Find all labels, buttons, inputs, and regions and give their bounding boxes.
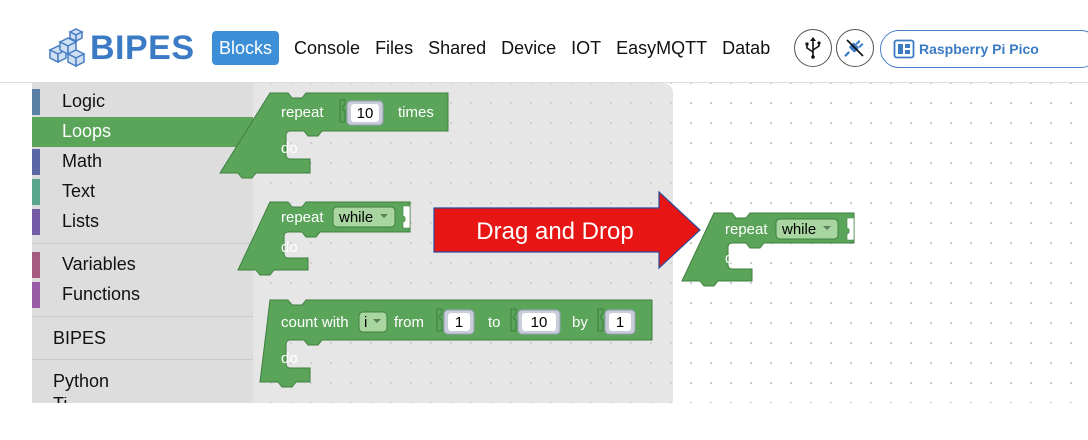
category-label: Variables (62, 254, 136, 274)
tab-console[interactable]: Console (294, 38, 361, 58)
header-divider (0, 82, 1088, 83)
tab-blocks[interactable]: Blocks (212, 31, 280, 65)
category-functions[interactable]: Functions (32, 280, 253, 310)
var-value: i (364, 314, 367, 331)
repeat-times-block[interactable]: repeat 10 times do (219, 92, 449, 179)
times-label: times (398, 104, 434, 121)
plug-disconnected-icon (844, 39, 864, 57)
disconnect-button[interactable] (836, 29, 874, 67)
count-field (351, 104, 379, 122)
category-lists[interactable]: Lists (32, 207, 253, 237)
mode-dropdown[interactable] (775, 218, 839, 240)
dropdown-arrow-icon (380, 214, 388, 218)
do-label: do (725, 250, 742, 267)
category-bipes[interactable]: BIPES (53, 328, 107, 348)
device-label: Raspberry Pi Pico (919, 41, 1039, 57)
category-variables[interactable]: Variables (32, 250, 253, 280)
toolbox-separator (32, 316, 253, 317)
arrow-icon (433, 190, 701, 270)
to-value: 10 (531, 314, 548, 331)
from-value: 1 (455, 314, 463, 331)
category-color-bar (32, 119, 40, 145)
by-value: 1 (616, 314, 624, 331)
tab-device[interactable]: Device (501, 38, 557, 58)
tab-files[interactable]: Files (375, 38, 414, 58)
repeat-label: repeat (281, 209, 324, 226)
category-label: Lists (62, 211, 100, 231)
count-with-block[interactable]: count with i from 1 to 10 by 1 do (259, 299, 653, 388)
category-math[interactable]: Math (32, 147, 253, 177)
usb-icon (805, 37, 821, 59)
category-label: Loops (62, 121, 112, 141)
category-color-bar (32, 149, 40, 175)
mode-value: while (338, 209, 373, 226)
logo-text: BIPES (90, 29, 195, 67)
from-label: from (394, 314, 424, 331)
category-color-bar (32, 282, 40, 308)
dropdown-arrow-icon (823, 226, 831, 230)
main-nav: Blocks Console Files Shared Device IOT E… (212, 31, 785, 65)
mode-dropdown[interactable] (332, 206, 396, 228)
repeat-while-block[interactable]: repeat while do (237, 201, 411, 276)
category-text[interactable]: Text (32, 177, 253, 207)
count-value: 10 (357, 105, 374, 122)
tab-shared[interactable]: Shared (428, 38, 487, 58)
category-label: Math (62, 151, 103, 171)
tab-database[interactable]: Datab (722, 38, 771, 58)
category-label: Logic (62, 91, 106, 111)
toolbox-separator (32, 243, 253, 244)
mode-value: while (781, 221, 816, 238)
category-truncated[interactable]: Ti... (53, 397, 82, 403)
usb-button[interactable] (794, 29, 832, 67)
category-color-bar (32, 252, 40, 278)
do-label: do (281, 350, 298, 367)
repeat-label: repeat (281, 104, 324, 121)
app-header: BIPES Blocks Console Files Shared Device… (0, 0, 1088, 88)
category-label: Text (62, 181, 96, 201)
do-label: do (281, 140, 298, 157)
cubes-logo-icon (48, 28, 86, 68)
category-color-bar (32, 89, 40, 115)
var-dropdown[interactable] (358, 311, 388, 333)
count-with-label: count with (281, 314, 349, 331)
dropdown-arrow-icon (373, 319, 381, 323)
category-label: Functions (62, 284, 141, 304)
drag-drop-label: Drag and Drop (476, 218, 633, 245)
toolbox-separator (32, 359, 253, 360)
drag-and-drop-arrow: Drag and Drop (433, 190, 701, 270)
chip-icon (893, 39, 915, 59)
toolbox: Logic Loops Math Text Lists Variables Fu… (32, 83, 253, 403)
dragged-repeat-while-block[interactable]: repeat while do (681, 212, 855, 287)
to-label: to (488, 314, 501, 331)
connection-controls (794, 28, 874, 68)
category-logic[interactable]: Logic (32, 87, 253, 117)
device-select-button[interactable]: Raspberry Pi Pico (880, 30, 1088, 68)
by-label: by (572, 314, 588, 331)
do-label: do (281, 239, 298, 256)
category-color-bar (32, 179, 40, 205)
category-python[interactable]: Python (53, 371, 110, 391)
category-loops[interactable]: Loops (32, 117, 253, 147)
bipes-logo[interactable]: BIPES (46, 28, 195, 68)
tab-iot[interactable]: IOT (571, 38, 602, 58)
category-color-bar (32, 209, 40, 235)
tab-easymqtt[interactable]: EasyMQTT (616, 38, 708, 58)
repeat-label: repeat (725, 221, 768, 238)
